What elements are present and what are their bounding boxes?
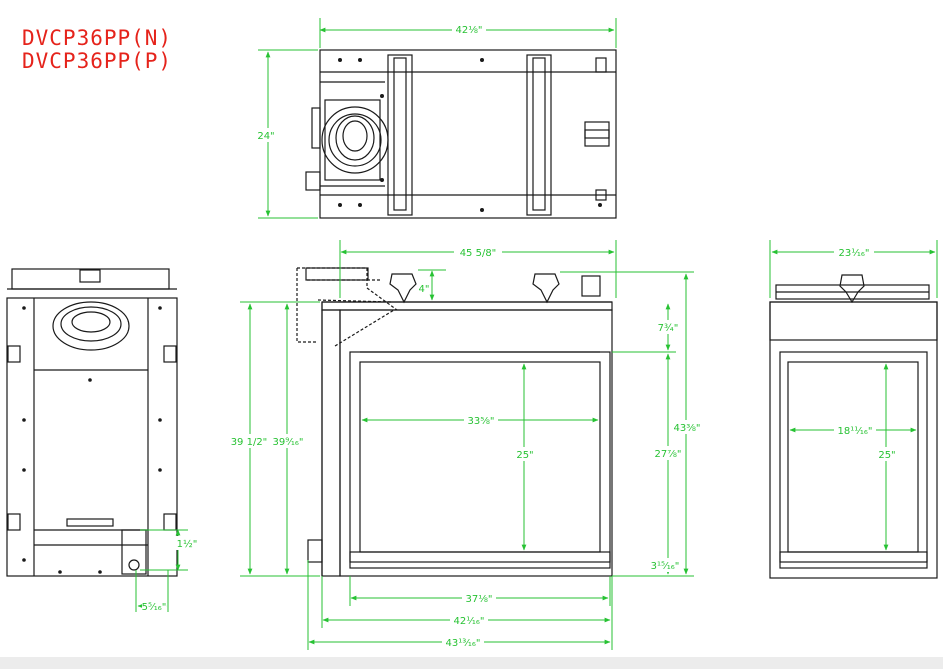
dim-side-opening-height: 25" <box>878 450 895 461</box>
dim-height-inner: 39⁹⁄₁₆" <box>272 437 303 448</box>
dim-top-width: 42⅛" <box>455 25 482 36</box>
dim-front-width: 45 5/8" <box>460 248 497 259</box>
dim-vent-height: 4" <box>419 284 430 295</box>
dim-side-opening-width: 18¹¹⁄₁₆" <box>837 426 872 437</box>
dim-header-height: 7¾" <box>658 323 679 334</box>
model-label-p: DVCP36PP(P) <box>22 49 173 73</box>
dim-opening-height-side: 27⅞" <box>654 449 681 460</box>
model-label-n: DVCP36PP(N) <box>22 26 173 50</box>
top-view-bolts <box>338 58 602 212</box>
back-view-bolts <box>22 306 162 574</box>
dim-gas-offset: 5⁵⁄₁₆" <box>142 602 167 613</box>
dim-side-width: 23¹⁄₁₆" <box>838 248 869 259</box>
dimension-labels: 42⅛" 24" 45 5/8" 4" 7¾" 43⅜" 27⅞" 39 1/2… <box>142 22 897 649</box>
dim-opening-height: 25" <box>516 450 533 461</box>
dim-bottom-gap: 3¹⁵⁄₁₆" <box>651 561 680 572</box>
dim-height-outer: 39 1/2" <box>231 437 268 448</box>
dim-opening-width: 33⅝" <box>467 416 494 427</box>
dim-width-37: 37⅛" <box>465 594 492 605</box>
dim-width-42: 42¹⁄₁₆" <box>453 616 484 627</box>
dim-width-43: 43¹³⁄₁₆" <box>445 638 480 649</box>
front-view <box>296 267 613 577</box>
dim-gas-height: 1½" <box>177 538 198 550</box>
side-view <box>769 274 938 579</box>
dim-overall-height: 43⅜" <box>673 423 700 434</box>
dim-top-depth: 24" <box>257 131 274 142</box>
top-view <box>305 49 617 219</box>
dimension-lines <box>135 18 938 650</box>
footer-band <box>0 657 943 669</box>
